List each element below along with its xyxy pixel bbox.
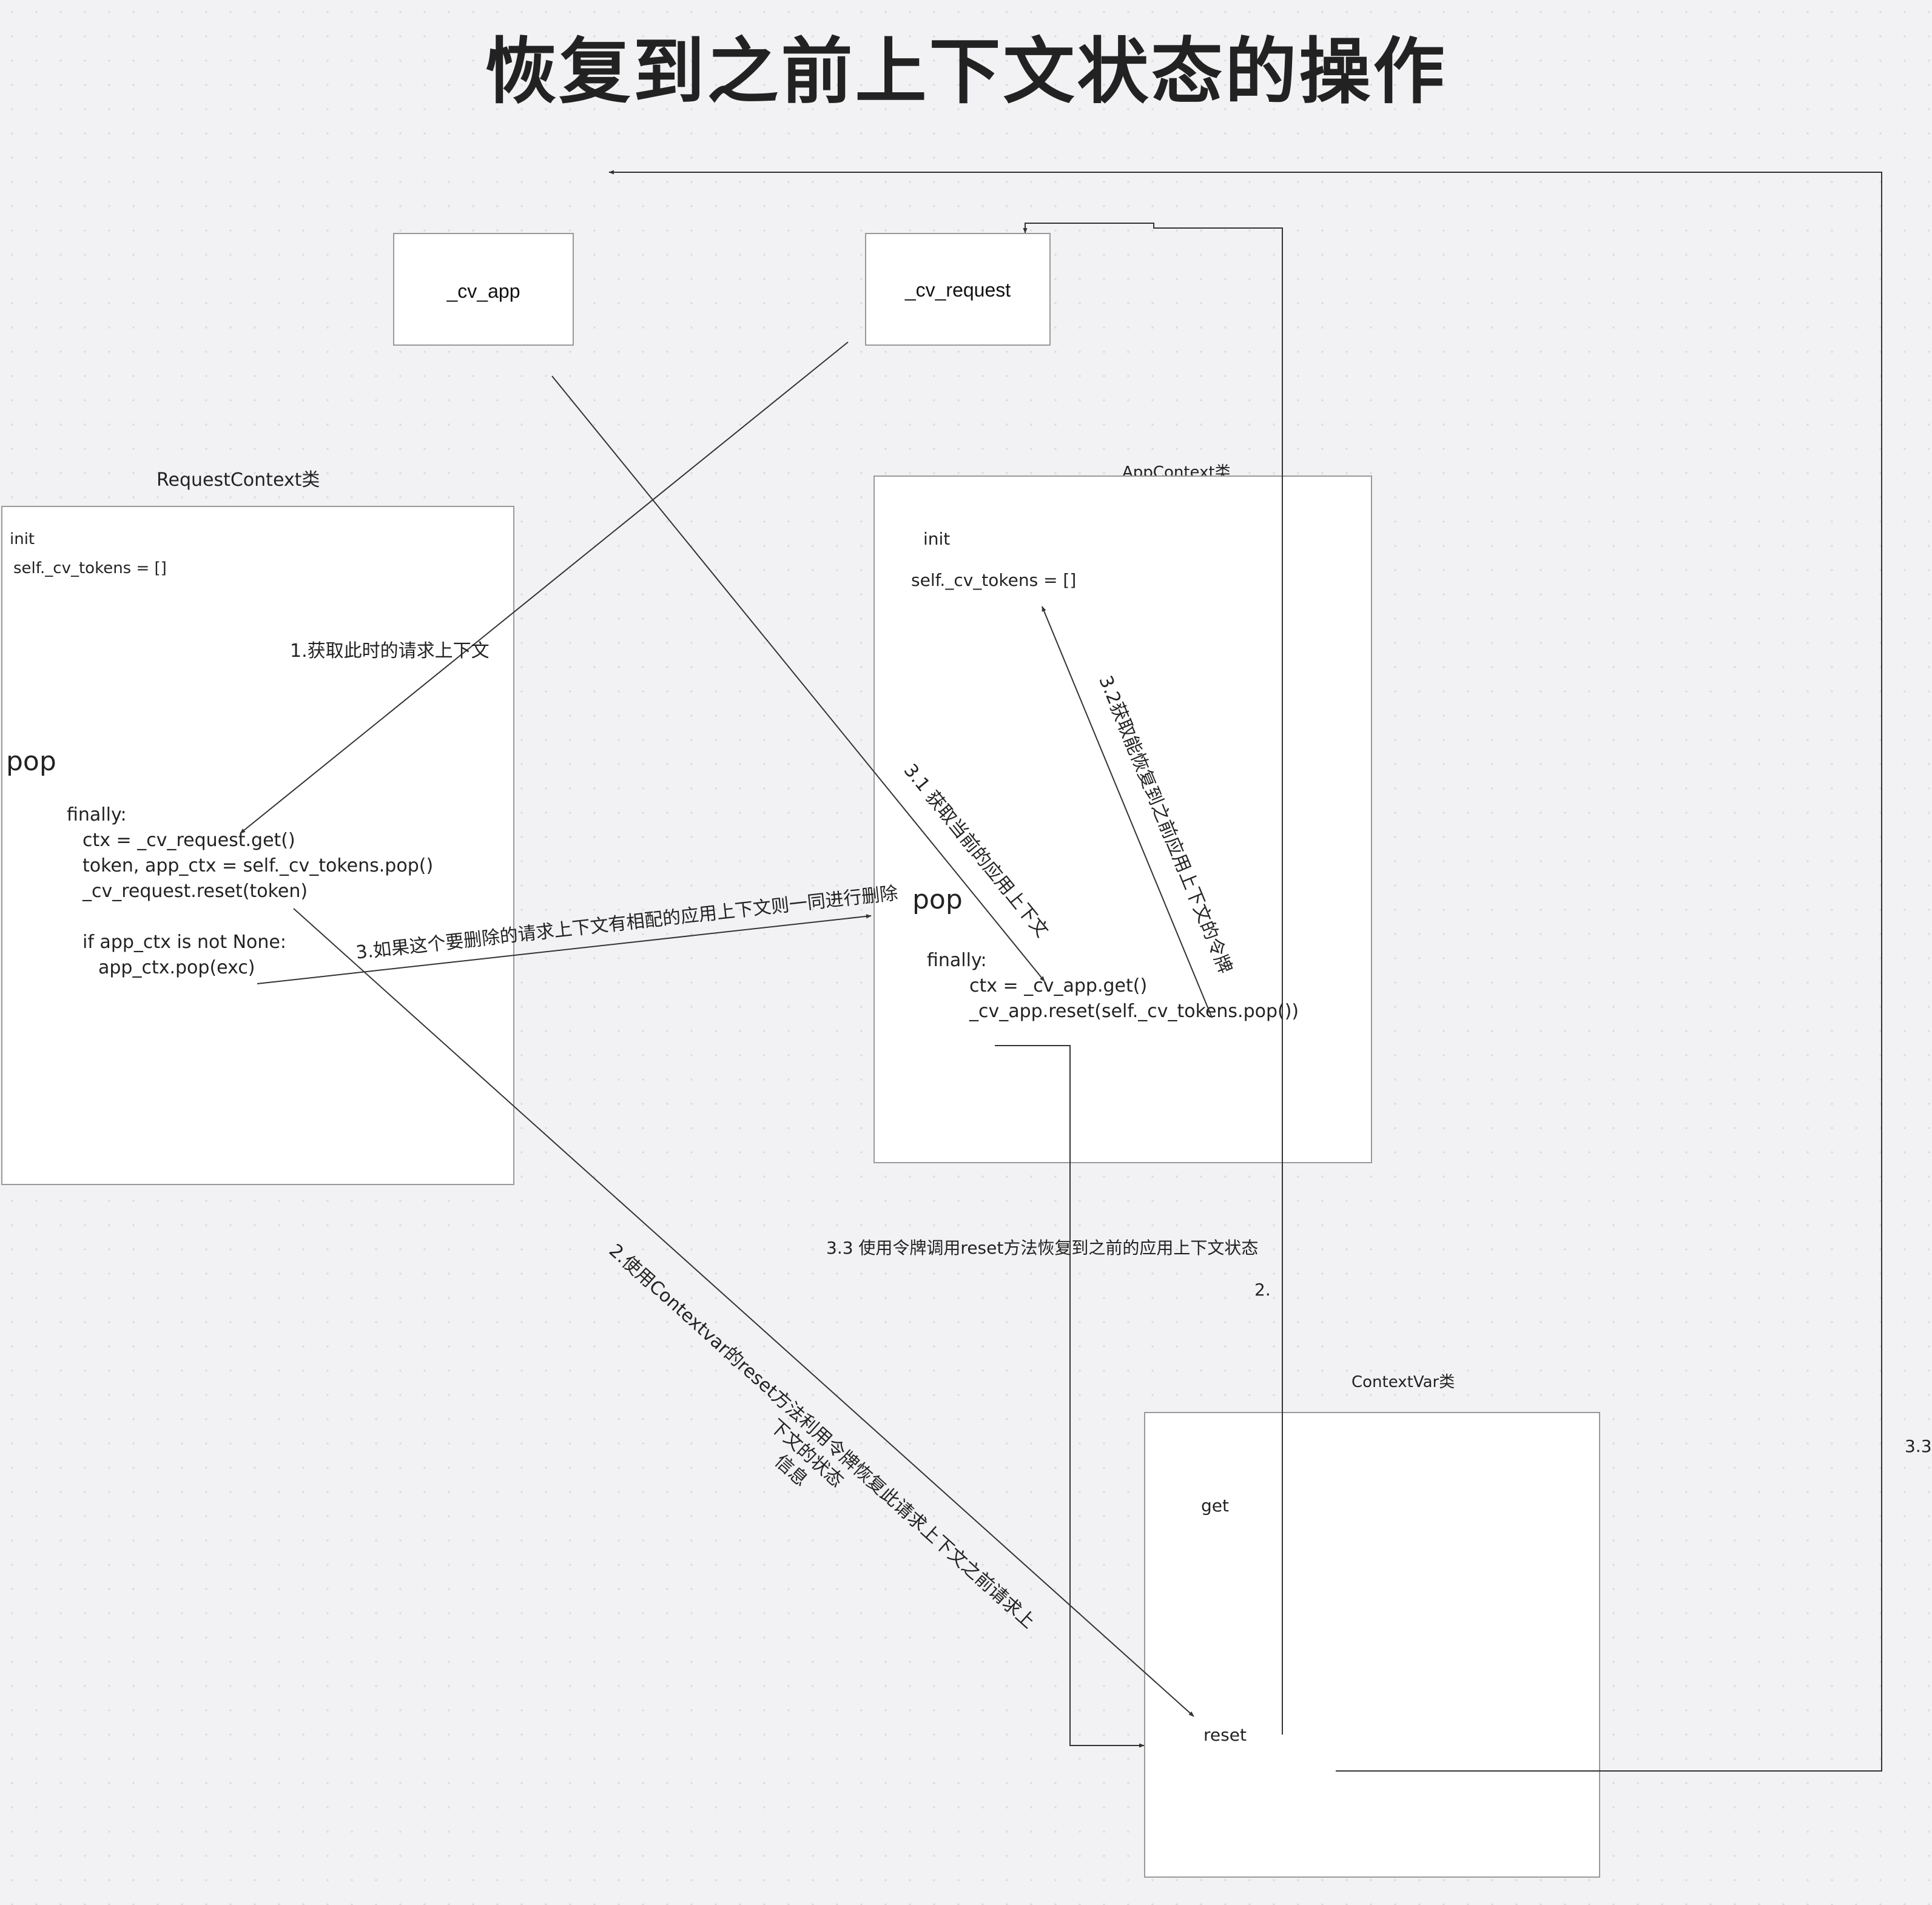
cv-app-box[interactable]: _cv_app [393,233,574,346]
annotation-step3-3-short: 3.3 [1905,1436,1932,1456]
arrow-step3-1 [551,375,1045,982]
request-context-box[interactable]: init self._cv_tokens = [] pop finally: c… [1,506,514,1185]
arrow-step3-3 [995,1045,1145,1748]
context-var-get: get [1201,1496,1229,1516]
context-var-box[interactable]: get reset [1144,1412,1600,1878]
cv-app-label: _cv_app [446,280,520,302]
annotation-step2-short: 2. [1254,1280,1271,1300]
page-title: 恢复到之前上下文状态的操作 [485,30,1447,113]
arrow-step3-3-outer [608,170,1882,1772]
request-context-init: init [10,530,35,548]
app-code-line: _cv_app.reset(self._cv_tokens.pop()) [969,1001,1299,1022]
app-code-line: finally: [927,950,987,971]
app-context-init: init [923,529,951,549]
context-var-heading: ContextVar类 [1351,1373,1455,1391]
arrow-step2-return [1023,223,1283,1735]
request-code-line: if app_ctx is not None: [82,932,286,953]
request-code-line: ctx = _cv_request.get() [82,830,295,851]
request-context-heading: RequestContext类 [157,469,320,491]
annotation-step3-3: 3.3 使用令牌调用reset方法恢复到之前的应用上下文状态 [826,1238,1259,1258]
cv-request-box[interactable]: _cv_request [865,233,1051,346]
context-var-reset: reset [1203,1725,1247,1745]
arrow-step3-2 [1042,606,1213,1018]
request-code-line: token, app_ctx = self._cv_tokens.pop() [82,855,434,876]
request-context-tokens: self._cv_tokens = [] [13,559,167,577]
request-code-line: finally: [67,804,127,825]
cv-request-label: _cv_request [904,279,1011,301]
request-context-pop: pop [6,746,56,777]
app-context-tokens: self._cv_tokens = [] [911,570,1077,590]
request-code-line: _cv_request.reset(token) [82,881,308,902]
arrow-step2 [293,908,1194,1717]
arrow-step3 [257,914,872,984]
app-context-box[interactable]: init self._cv_tokens = [] pop finally: c… [873,475,1372,1163]
arrow-step1 [240,341,849,834]
request-code-line: app_ctx.pop(exc) [98,957,255,978]
annotation-step1: 1.获取此时的请求上下文 [290,640,490,662]
app-context-pop: pop [912,884,963,915]
